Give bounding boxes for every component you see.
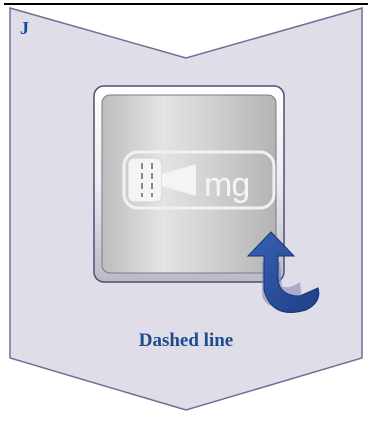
step-letter: J (20, 18, 29, 38)
rotate-arrow-icon (246, 231, 320, 313)
dose-unit-label: mg (204, 166, 250, 204)
caption: Dashed line (138, 330, 234, 351)
top-rule (4, 3, 368, 5)
dose-window-icon (122, 150, 276, 210)
